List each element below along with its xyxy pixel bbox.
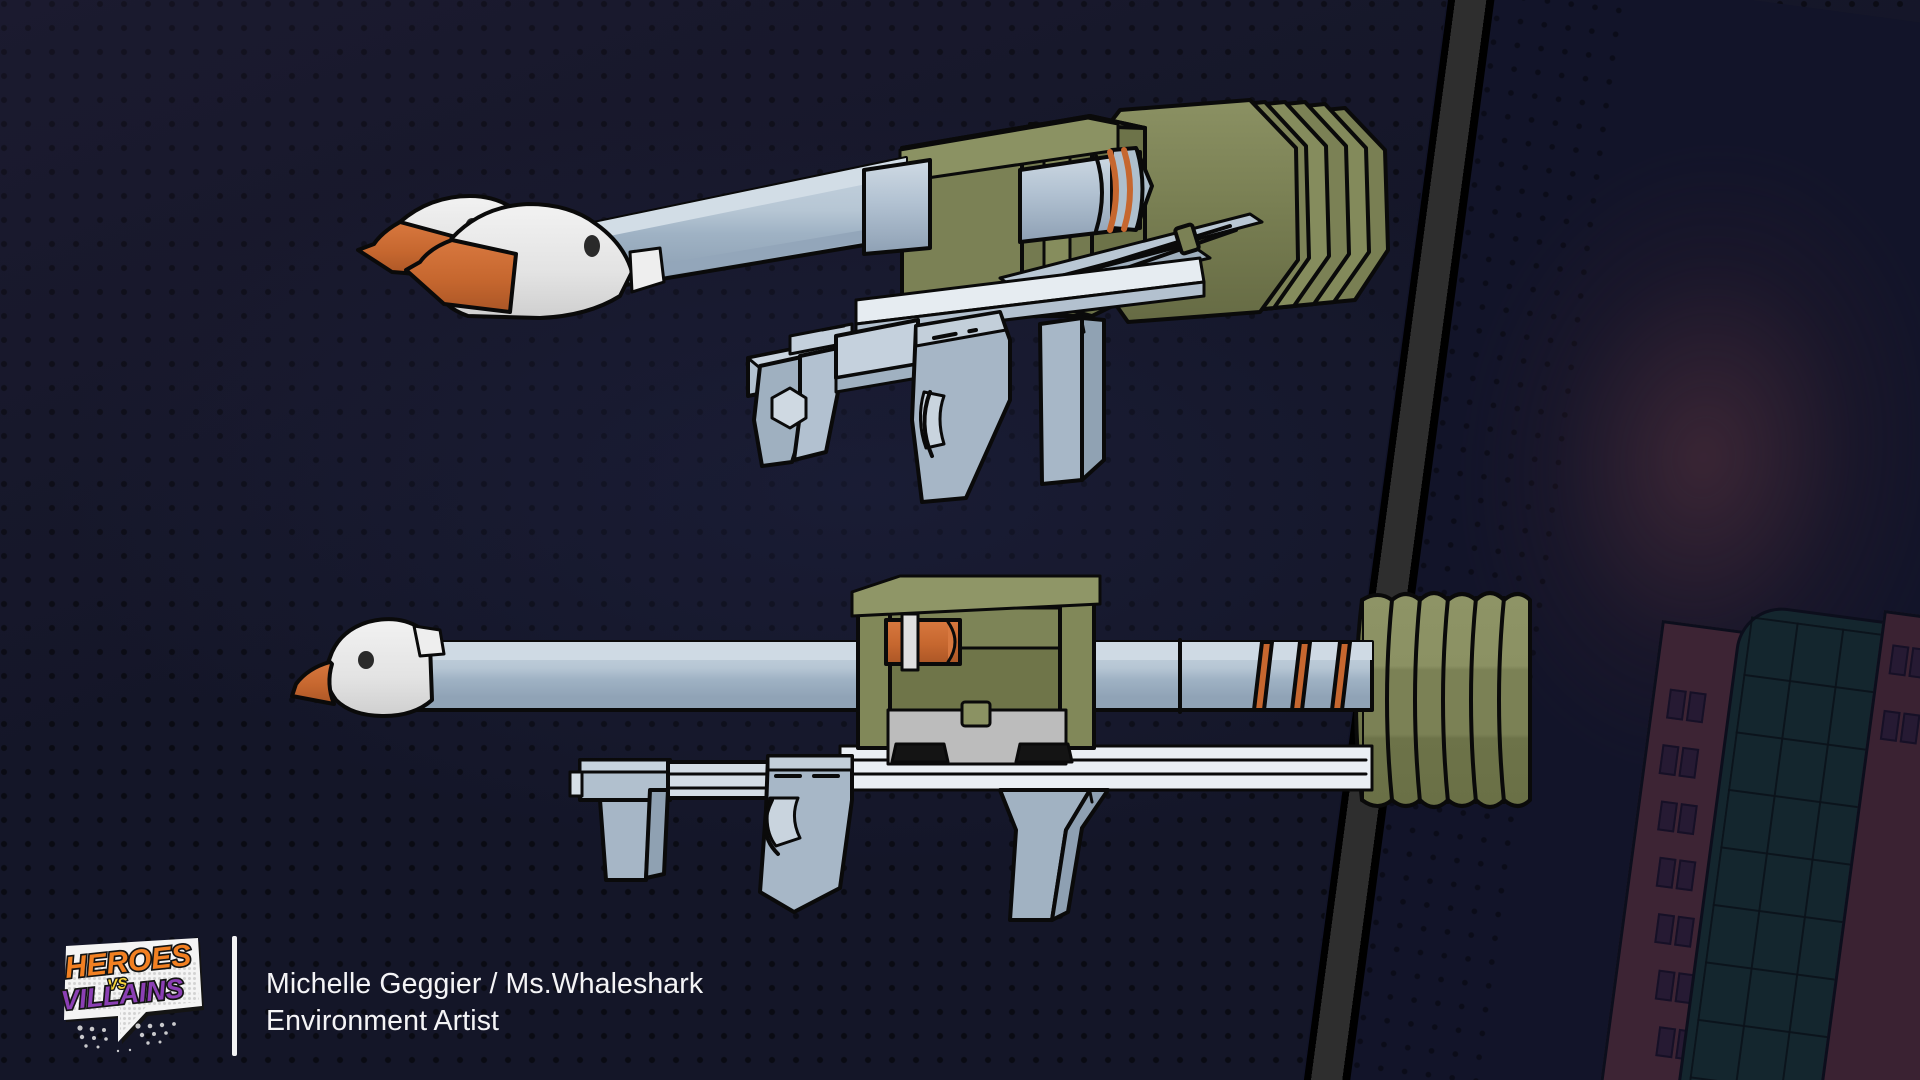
top-hex-bolt <box>770 386 808 430</box>
top-goose-eye-front <box>584 235 600 257</box>
bottom-trigger <box>765 796 802 848</box>
top-barrel-shroud <box>862 158 932 256</box>
credit-text-block: Michelle Geggier / Ms.Whaleshark Environ… <box>266 966 703 1040</box>
logo-vs-text: VS. <box>107 975 133 994</box>
bottom-pistol-grip <box>758 754 854 914</box>
weapon-top <box>356 98 1390 504</box>
bottom-rear-support <box>998 788 1110 922</box>
credit-line-role: Environment Artist <box>266 1004 500 1037</box>
heroes-vs-villains-logo: HEROES VS. VILLAINS <box>52 936 212 1054</box>
credit-line-name: Michelle Geggier / Ms.Whaleshark <box>266 967 704 1000</box>
weapon-bottom <box>290 574 1532 922</box>
bottom-ammo-crate <box>850 574 1102 766</box>
footer-credit-bar: HEROES VS. VILLAINS Michelle Geggier / M… <box>0 900 900 1080</box>
bottom-front-grip <box>568 758 672 882</box>
top-trigger-grip <box>910 310 1012 504</box>
bottom-handguard <box>666 760 772 800</box>
bottom-goose-head <box>290 617 446 718</box>
bottom-crate-orange-cylinder <box>884 612 962 672</box>
top-goose-head-front <box>404 202 666 320</box>
credit-divider-rule <box>232 936 237 1056</box>
top-barrel-orange-rings <box>1094 147 1145 233</box>
bottom-ribbed-canister <box>1354 591 1532 809</box>
bottom-goose-eye <box>358 651 374 669</box>
bottom-crate-latch <box>960 700 992 728</box>
top-rear-support <box>1038 316 1106 486</box>
bottom-barrel-orange-bands <box>1252 640 1352 712</box>
bottom-goose-beak <box>290 660 336 706</box>
top-goose-beak-front <box>404 238 518 314</box>
